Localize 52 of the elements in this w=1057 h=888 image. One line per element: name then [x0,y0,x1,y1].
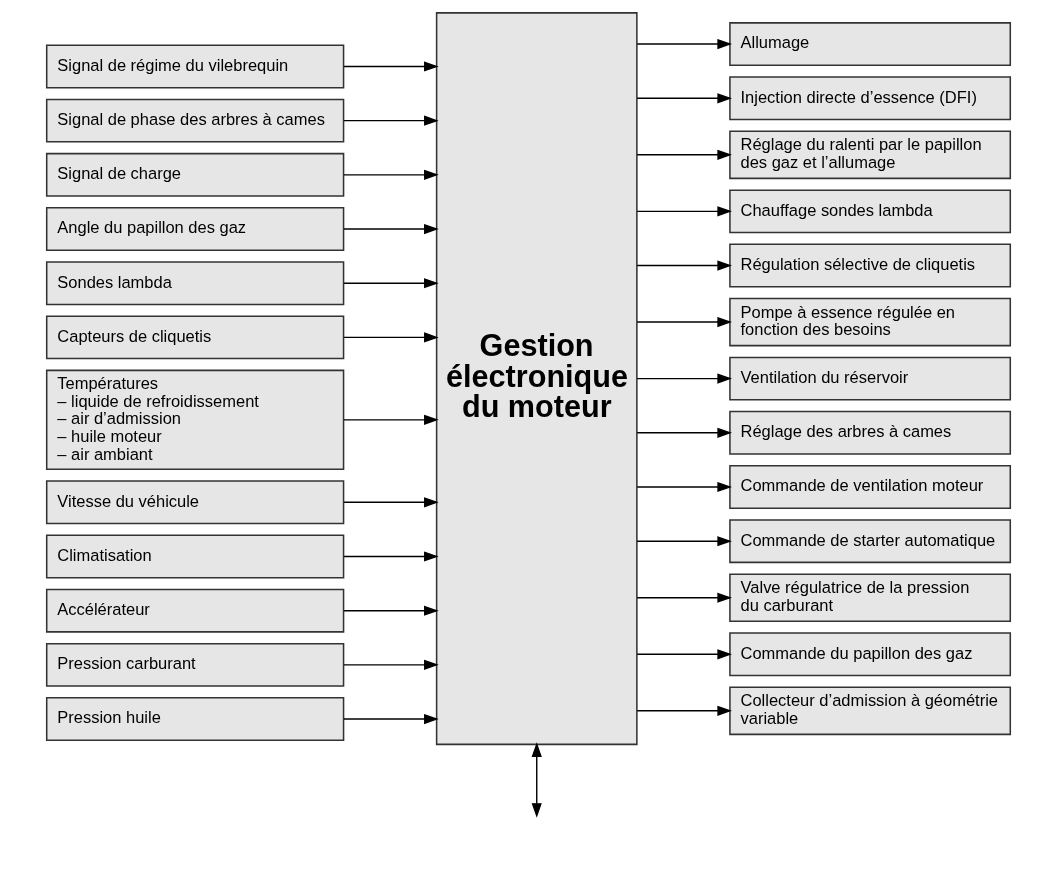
node-box: Sondes lambda [45,261,345,306]
arrow [636,38,732,50]
node-box: Pompe à essence régulée en fonction des besoins [729,297,1012,347]
node-box: Capteurs de cliquetis [45,315,345,360]
arrow [343,497,439,508]
arrow [636,373,732,384]
node-box: Valve régulatrice de la pression du carburant [729,573,1012,623]
node-box: Collecteur d’admission à géométrie variable [729,686,1012,736]
node-box: Gestion électronique du moteur [435,12,638,746]
node-box: Vitesse du véhicule [45,480,345,525]
arrow [636,427,732,438]
arrow [531,742,542,818]
arrow [343,332,439,343]
node-box: Pression huile [45,697,345,742]
node-box: Températures – liquide de refroidissement – air d’admission – huile moteur – air ambiant [45,369,345,471]
node-box: Accélérateur [45,588,345,633]
arrow [343,713,439,725]
node-box: Pression carburant [45,642,345,687]
arrow [343,659,439,670]
arrow [636,481,732,493]
arrow [343,414,439,425]
node-box: Injection directe d’essence (DFI) [729,76,1012,121]
node-box: Signal de phase des arbres à cames [45,98,345,143]
arrow [636,93,732,104]
arrow [636,705,732,716]
node-box: Réglage du ralenti par le papillon des gaz et l’allumage [729,130,1012,180]
node-box: Commande de starter automatique [729,519,1012,564]
node-box: Allumage [729,22,1012,67]
node-box: Signal de régime du vilebrequin [45,44,345,89]
node-box: Commande du papillon des gaz [729,632,1012,677]
arrow [636,316,732,328]
node-box: Commande de ventilation moteur [729,465,1012,509]
node-box: Régulation sélective de cliquetis [729,243,1012,288]
node-box: Angle du papillon des gaz [45,207,345,251]
node-box: Signal de charge [45,152,345,197]
arrow [343,61,439,72]
arrow [636,649,732,660]
node-box: Réglage des arbres à cames [729,410,1012,455]
arrow [343,223,439,235]
node-box: Ventilation du réservoir [729,356,1012,401]
arrow [343,169,439,180]
node-box: Climatisation [45,534,345,579]
arrow [636,536,732,547]
arrow [636,149,732,160]
arrow [343,115,439,126]
arrow [636,592,732,603]
node-box: Chauffage sondes lambda [729,189,1012,234]
arrow [636,206,732,217]
arrow [343,551,439,562]
arrow [343,605,439,616]
arrow [636,260,732,271]
arrow [343,278,439,289]
